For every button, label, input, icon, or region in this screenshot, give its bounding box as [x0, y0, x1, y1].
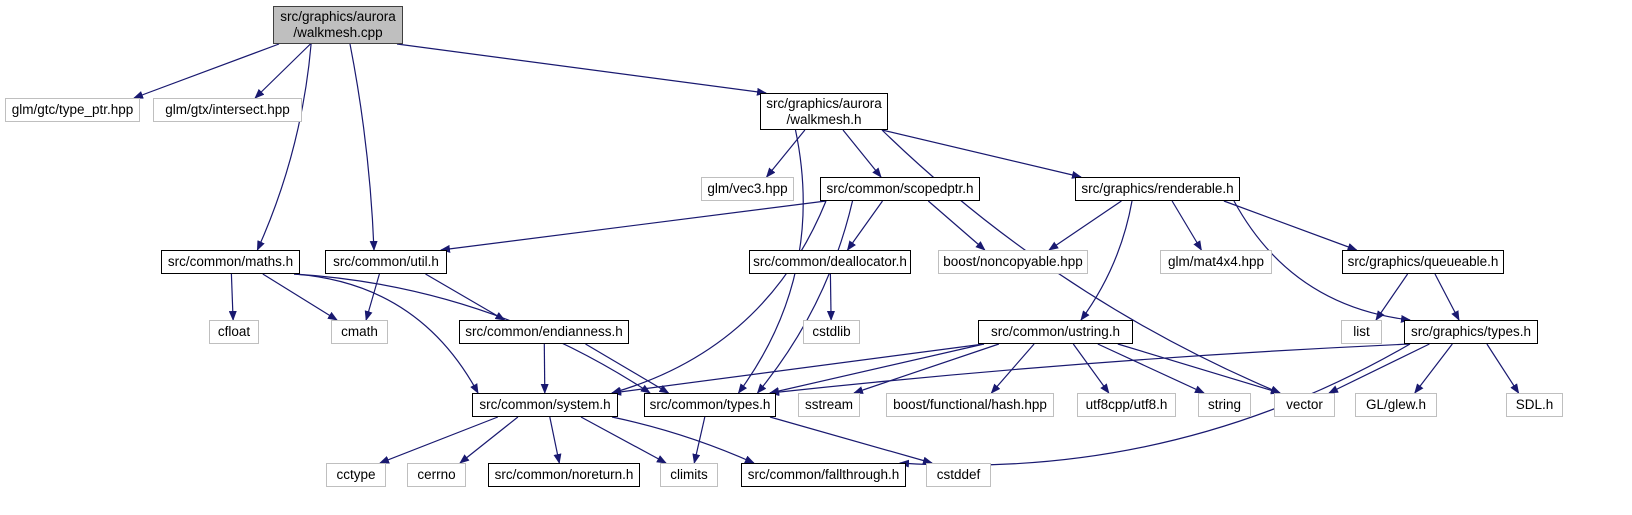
edge-ustring_h-to-vector	[1117, 343, 1281, 395]
node-cerrno: cerrno	[407, 463, 466, 487]
edge-queueable_h-to-list	[1375, 273, 1409, 321]
edge-scopedptr_h-to-deallocator_h	[846, 200, 883, 251]
edge-deallocator_h-to-cstdlib	[826, 273, 835, 321]
node-walkmesh-cpp[interactable]: src/graphics/aurora /walkmesh.cpp	[273, 6, 403, 44]
node-glm-mat4x4: glm/mat4x4.hpp	[1160, 250, 1272, 274]
edge-endianness_h-to-system_h	[540, 343, 549, 394]
node-cstdlib: cstdlib	[803, 320, 860, 344]
node-cfloat: cfloat	[209, 320, 259, 344]
node-glm-intersect: glm/gtx/intersect.hpp	[153, 98, 302, 122]
node-cmath: cmath	[331, 320, 388, 344]
node-vector: vector	[1274, 393, 1335, 417]
node-common-types-h[interactable]: src/common/types.h	[644, 393, 776, 417]
edge-maths_h-to-cmath	[262, 273, 338, 321]
edge-renderable_h-to-glm_mat4x4	[1171, 200, 1202, 251]
node-queueable-h[interactable]: src/graphics/queueable.h	[1342, 250, 1504, 274]
node-cctype: cctype	[326, 463, 386, 487]
edge-maths_h-to-system_h	[293, 273, 479, 394]
edge-gfx_types_h-to-gl_glew	[1414, 343, 1453, 394]
edge-ustring_h-to-common_types_h	[769, 343, 985, 395]
edge-walkmesh_h-to-glm_vec3	[765, 129, 806, 178]
edge-system_h-to-climits	[580, 416, 667, 464]
edge-scopedptr_h-to-common_types_h	[756, 200, 854, 394]
edge-gfx_types_h-to-vector	[1328, 343, 1430, 394]
edge-walkmesh_cpp-to-glm_intersect	[254, 43, 311, 99]
node-glm-type-ptr: glm/gtc/type_ptr.hpp	[5, 98, 140, 122]
node-fallthrough-h[interactable]: src/common/fallthrough.h	[741, 463, 906, 487]
edge-util_h-to-endianness_h	[425, 273, 506, 321]
edge-common_types_h-to-cstddef	[769, 416, 933, 465]
node-list: list	[1341, 320, 1382, 344]
edge-walkmesh_cpp-to-glm_type_ptr	[133, 43, 280, 99]
edge-system_h-to-cerrno	[459, 416, 519, 464]
node-boost-functional-hash: boost/functional/hash.hpp	[886, 393, 1054, 417]
node-deallocator-h[interactable]: src/common/deallocator.h	[749, 250, 911, 274]
node-noreturn-h[interactable]: src/common/noreturn.h	[488, 463, 640, 487]
node-scopedptr-h[interactable]: src/common/scopedptr.h	[820, 177, 980, 201]
edge-walkmesh_h-to-renderable_h	[881, 129, 1082, 179]
node-glm-vec3: glm/vec3.hpp	[701, 177, 794, 201]
edge-ustring_h-to-utf8cpp	[1072, 343, 1110, 394]
node-sdl-h: SDL.h	[1506, 393, 1563, 417]
node-system-h[interactable]: src/common/system.h	[472, 393, 618, 417]
edge-renderable_h-to-queueable_h	[1223, 200, 1358, 251]
edge-walkmesh_cpp-to-walkmesh_h	[396, 43, 767, 96]
node-maths-h[interactable]: src/common/maths.h	[161, 250, 300, 274]
node-graphics-types-h[interactable]: src/graphics/types.h	[1404, 320, 1538, 344]
edge-maths_h-to-common_types_h	[293, 273, 651, 394]
node-cstddef: cstddef	[926, 463, 991, 487]
edge-walkmesh_cpp-to-util_h	[349, 43, 378, 251]
node-endianness-h[interactable]: src/common/endianness.h	[459, 320, 629, 344]
edge-common_types_h-to-climits	[692, 416, 706, 464]
edge-system_h-to-fallthrough_h	[611, 416, 755, 464]
edge-maths_h-to-cfloat	[228, 273, 237, 321]
edge-gfx_types_h-to-common_types_h	[769, 343, 1411, 397]
node-climits: climits	[660, 463, 718, 487]
node-utf8cpp: utf8cpp/utf8.h	[1077, 393, 1176, 417]
edge-walkmesh_cpp-to-maths_h	[256, 43, 312, 251]
edge-ustring_h-to-system_h	[611, 343, 985, 396]
edge-system_h-to-noreturn_h	[549, 416, 562, 464]
edge-gfx_types_h-to-sdl_h	[1486, 343, 1520, 394]
edge-system_h-to-cctype	[379, 416, 499, 464]
node-util-h[interactable]: src/common/util.h	[325, 250, 447, 274]
node-boost-noncopyable: boost/noncopyable.hpp	[938, 250, 1088, 274]
edge-ustring_h-to-string	[1097, 343, 1205, 394]
edge-endianness_h-to-common_types_h	[585, 343, 670, 394]
node-sstream: sstream	[798, 393, 860, 417]
edge-util_h-to-cmath	[364, 273, 380, 321]
edge-scopedptr_h-to-boost_noncopyable	[927, 200, 986, 251]
node-renderable-h[interactable]: src/graphics/renderable.h	[1075, 177, 1240, 201]
edge-ustring_h-to-sstream	[853, 343, 1000, 394]
edge-ustring_h-to-boost_hash	[990, 343, 1035, 394]
node-string: string	[1198, 393, 1251, 417]
edge-scopedptr_h-to-util_h	[440, 200, 827, 253]
edge-renderable_h-to-boost_noncopyable	[1048, 200, 1122, 251]
edge-queueable_h-to-gfx_types_h	[1434, 273, 1460, 321]
node-ustring-h[interactable]: src/common/ustring.h	[978, 320, 1133, 344]
edge-walkmesh_h-to-scopedptr_h	[842, 129, 882, 178]
edge-walkmesh_h-to-vector	[881, 129, 1281, 394]
edge-scopedptr_h-to-system_h	[611, 200, 827, 395]
node-gl-glew: GL/glew.h	[1355, 393, 1437, 417]
node-walkmesh-h[interactable]: src/graphics/aurora /walkmesh.h	[760, 93, 888, 130]
edge-renderable_h-to-ustring_h	[1080, 200, 1133, 321]
